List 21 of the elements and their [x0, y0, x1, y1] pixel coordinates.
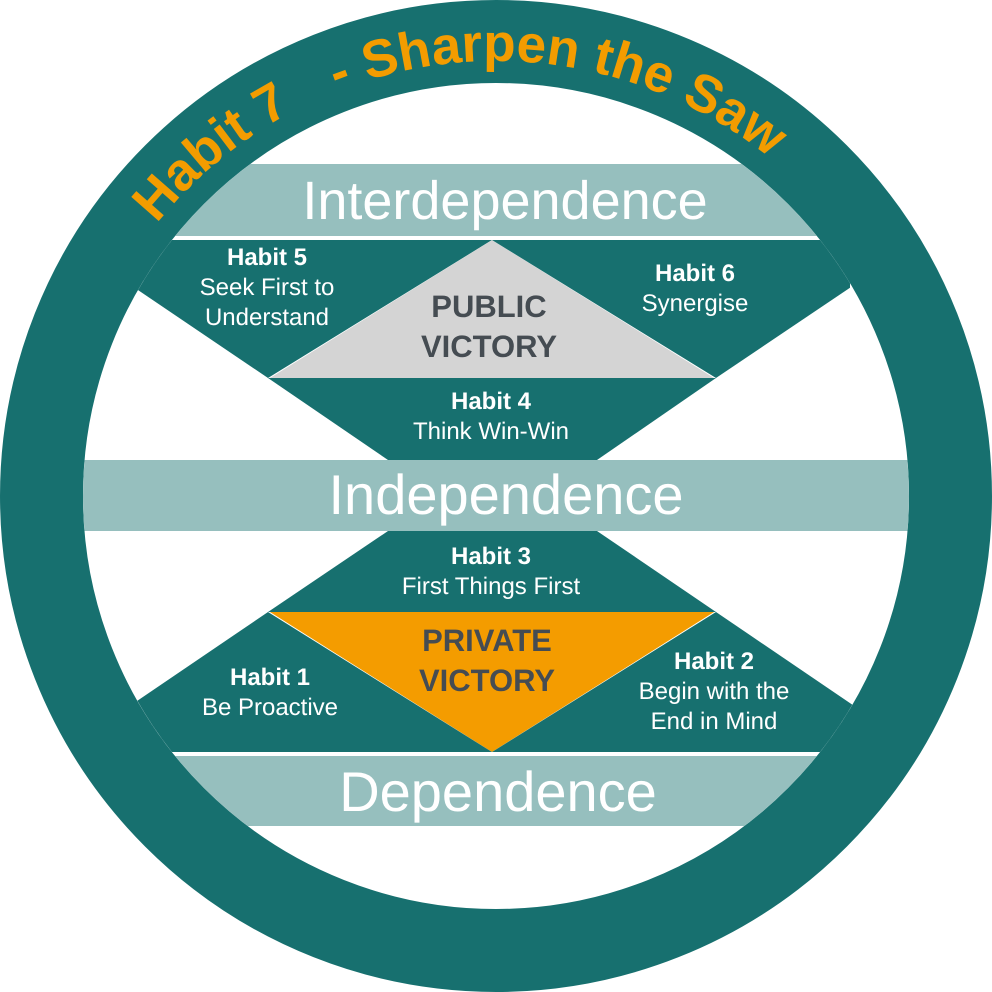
habit-name: Synergise: [642, 289, 748, 319]
habit-name: Begin with the End in Mind: [638, 677, 790, 737]
habit-segment: [268, 531, 716, 612]
habit-number: Habit 2: [674, 647, 754, 677]
habit-segment: [268, 378, 718, 460]
habit-name: Seek First to Understand: [198, 273, 336, 333]
habit-number: Habit 3: [450, 542, 531, 572]
habit-number: Habit 1: [230, 663, 310, 693]
victory-label: PUBLIC VICTORY: [420, 288, 558, 366]
curved-title: - Sharpen the Saw: [320, 14, 798, 168]
habit-number: Habit 4: [450, 387, 531, 417]
level-label: Interdependence: [302, 170, 708, 232]
habit-name: Be Proactive: [202, 693, 338, 723]
level-label: Independence: [328, 464, 684, 526]
habit-number: Habit 6: [654, 259, 735, 289]
habit-number: Habit 5: [226, 243, 307, 273]
habit-name: Think Win-Win: [412, 417, 569, 447]
level-band: [83, 460, 909, 531]
level-label: Dependence: [339, 761, 657, 823]
habit-name: First Things First: [402, 572, 580, 602]
victory-label: PRIVATE VICTORY: [418, 622, 556, 700]
